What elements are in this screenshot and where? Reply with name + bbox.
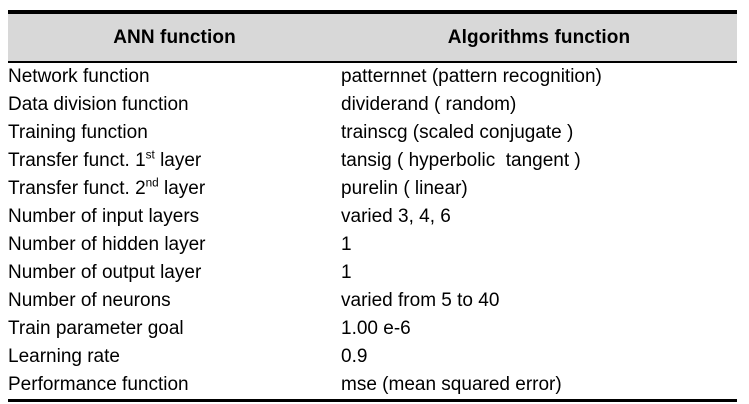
algorithms-function-value: dividerand ( random) [341,94,517,115]
table-row: Network function patternnet (pattern reco… [8,62,737,91]
ann-function-label: Number of hidden layer [8,234,206,255]
column-header-ann-function: ANN function [8,10,341,63]
algorithms-function-value: 1.00 e-6 [341,318,411,339]
ann-function-label: Training function [8,122,148,143]
table-row: Number of output layer 1 [8,259,737,287]
cell-algorithms-function: 0.9 [341,343,737,371]
ordinal-suffix: st [145,148,155,162]
cell-ann-function: Network function [8,62,341,91]
cell-ann-function: Learning rate [8,343,341,371]
table-row: Number of hidden layer 1 [8,231,737,259]
cell-algorithms-function: 1 [341,231,737,259]
algorithms-function-value: 0.9 [341,346,368,367]
cell-algorithms-function: mse (mean squared error) [341,371,737,402]
algorithms-function-value: purelin ( linear) [341,178,468,199]
cell-ann-function: Training function [8,119,341,147]
algorithms-function-value: 1 [341,234,352,255]
table-row: Number of input layers varied 3, 4, 6 [8,203,737,231]
column-header-algorithms-function: Algorithms function [341,10,737,63]
table-row: Data division function dividerand ( rando… [8,91,737,119]
ann-configuration-table: ANN function Algorithms function Network… [8,10,737,402]
cell-ann-function: Performance function [8,371,341,402]
table-row: Performance function mse (mean squared er… [8,371,737,402]
cell-ann-function: Transfer funct. 2nd layer [8,175,341,203]
ann-function-label: Transfer funct. 2 [8,178,146,199]
table-row: Training function trainscg (scaled conjug… [8,119,737,147]
cell-ann-function: Number of hidden layer [8,231,341,259]
cell-algorithms-function: purelin ( linear) [341,175,737,203]
ann-function-label: Number of input layers [8,206,200,227]
cell-ann-function: Number of output layer [8,259,341,287]
cell-algorithms-function: trainscg (scaled conjugate ) [341,119,737,147]
table-row: Train parameter goal 1.00 e-6 [8,315,737,343]
ann-function-label-tail: layer [154,150,202,171]
ann-function-label: Learning rate [8,346,120,367]
cell-ann-function: Train parameter goal [8,315,341,343]
algorithms-function-value: varied from 5 to 40 [341,290,500,311]
ann-function-label: Number of neurons [8,290,171,311]
algorithms-function-value: trainscg (scaled conjugate ) [341,122,574,143]
cell-ann-function: Number of input layers [8,203,341,231]
cell-ann-function: Data division function [8,91,341,119]
cell-algorithms-function: varied from 5 to 40 [341,287,737,315]
ann-function-label: Network function [8,66,150,87]
cell-algorithms-function: 1 [341,259,737,287]
table-header-row: ANN function Algorithms function [8,10,737,63]
algorithms-function-value: varied 3, 4, 6 [341,206,451,227]
table-row: Number of neurons varied from 5 to 40 [8,287,737,315]
ann-function-label: Train parameter goal [8,318,184,339]
cell-algorithms-function: varied 3, 4, 6 [341,203,737,231]
ann-function-label: Data division function [8,94,189,115]
ann-function-label: Transfer funct. 1 [8,150,146,171]
cell-algorithms-function: patternnet (pattern recognition) [341,62,737,91]
cell-ann-function: Number of neurons [8,287,341,315]
cell-algorithms-function: tansig ( hyperbolic tangent ) [341,147,737,175]
cell-algorithms-function: 1.00 e-6 [341,315,737,343]
algorithms-function-value: patternnet (pattern recognition) [341,66,602,87]
table-header: ANN function Algorithms function [8,10,737,63]
cell-ann-function: Transfer funct. 1st layer [8,147,341,175]
algorithms-function-value: tansig ( hyperbolic tangent ) [341,150,581,171]
table-body: Network function patternnet (pattern reco… [8,62,737,402]
algorithms-function-value: 1 [341,262,352,283]
ann-function-label-tail: layer [158,178,206,199]
ordinal-suffix: nd [145,176,159,190]
table-row: Learning rate 0.9 [8,343,737,371]
ann-function-label: Number of output layer [8,262,202,283]
ann-configuration-table-container: ANN function Algorithms function Network… [8,10,737,402]
ann-function-label: Performance function [8,374,189,395]
algorithms-function-value: mse (mean squared error) [341,374,562,395]
cell-algorithms-function: dividerand ( random) [341,91,737,119]
